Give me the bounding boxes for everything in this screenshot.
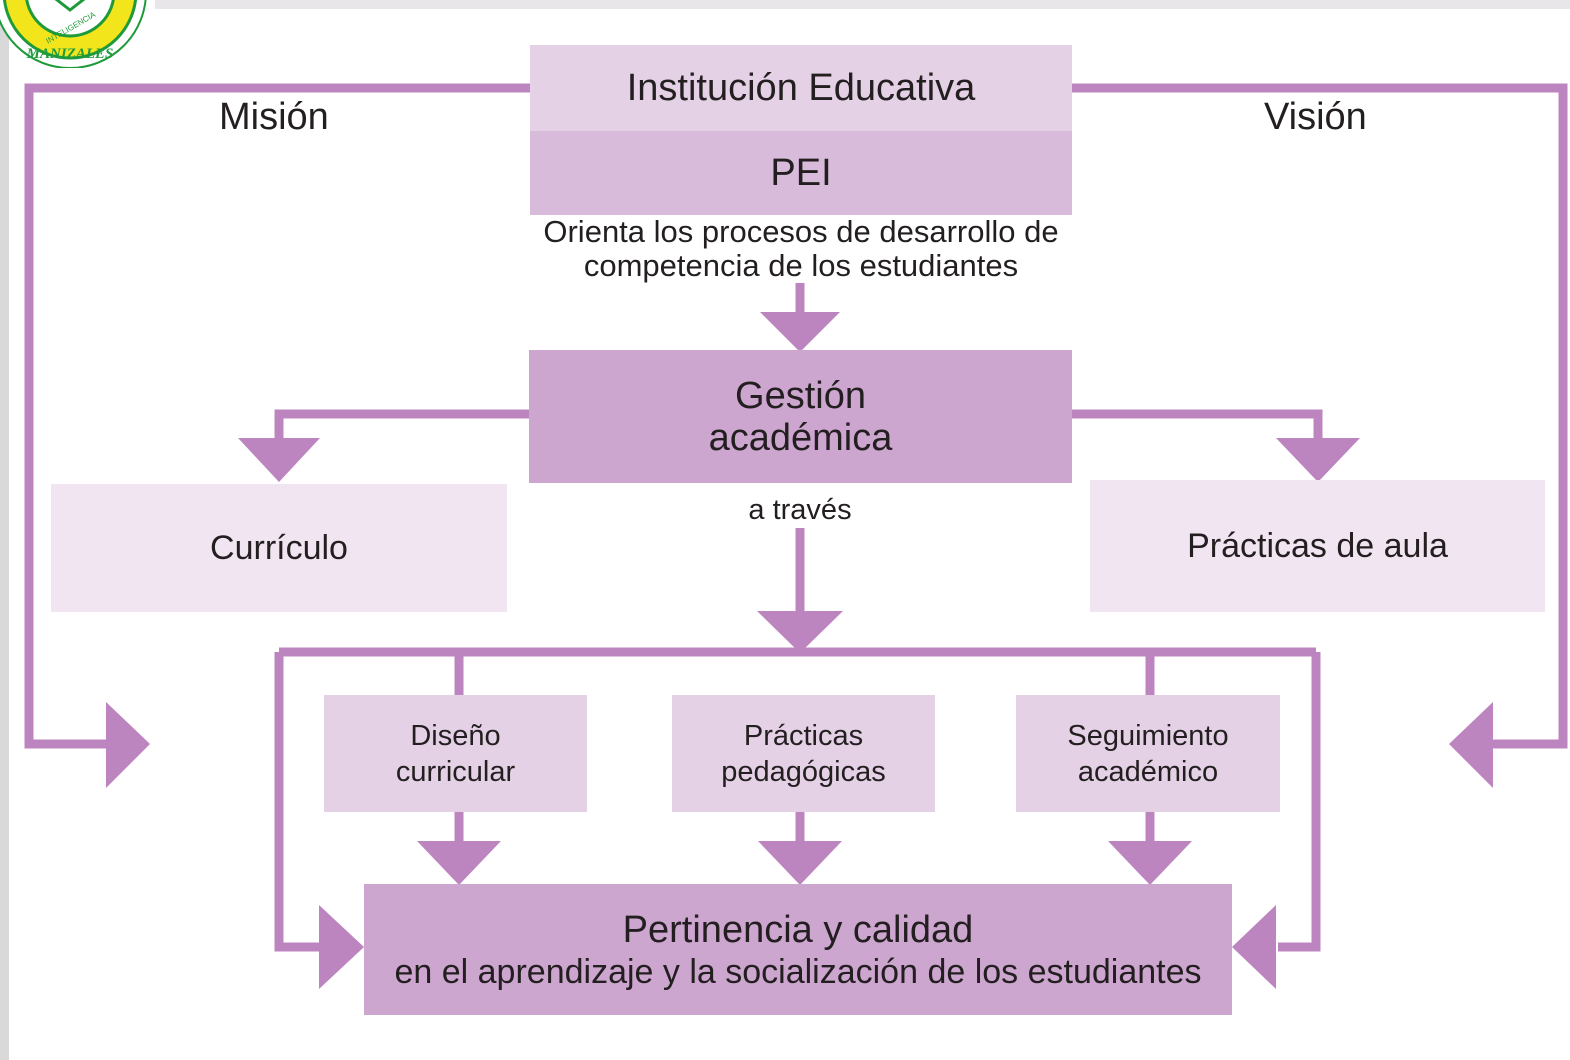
seguimiento-label-line2: académico <box>1077 755 1219 788</box>
mision-connector <box>24 83 530 749</box>
left-edge-strip <box>0 0 9 1060</box>
practicas-aula-label: Prácticas de aula <box>1187 526 1448 565</box>
outer-left-connector <box>274 652 323 952</box>
arrow-vision <box>1449 702 1493 788</box>
pei-description-line2: competencia de los estudiantes <box>583 248 1019 283</box>
arrow-to-practicas-aula <box>1276 438 1360 482</box>
diseno-label-line1: Diseño <box>410 719 501 752</box>
vision-connector <box>1070 83 1568 749</box>
curriculo-label: Currículo <box>210 528 348 567</box>
top-cropped-band <box>155 0 1570 9</box>
pei-description-line1: Orienta los procesos de desarrollo de <box>543 214 1059 249</box>
arrow-to-gestion <box>760 312 840 352</box>
diseno-label-line2: curricular <box>395 755 516 788</box>
pei-label: PEI <box>770 151 832 194</box>
curriculo-box: Currículo <box>51 484 507 612</box>
gestion-label-line2: académica <box>708 416 893 459</box>
arrow-mision <box>106 702 150 788</box>
pei-box: PEI <box>530 131 1072 215</box>
diseno-curricular-box: Diseño curricular <box>324 695 587 812</box>
seguimiento-academico-box: Seguimiento académico <box>1016 695 1280 812</box>
arrow-right-to-outcome <box>1232 905 1276 989</box>
seguimiento-label-line1: Seguimiento <box>1067 719 1229 752</box>
pei-description: Orienta los procesos de desarrollo de co… <box>520 215 1082 283</box>
institucion-box: Institución Educativa <box>530 45 1072 131</box>
arrow-to-distribution <box>757 611 843 653</box>
vision-label: Visión <box>1264 96 1367 138</box>
gestion-academica-box: Gestión académica <box>529 350 1072 483</box>
school-logo: MANIZALES INTELIGENCIA <box>0 0 160 68</box>
gestion-to-curriculo-line <box>274 409 530 442</box>
gestion-to-practicas-aula-line <box>1070 409 1323 442</box>
logo-text: MANIZALES <box>26 46 114 62</box>
arrow-to-curriculo <box>238 438 320 482</box>
arrow-seguimiento-to-outcome <box>1108 841 1192 885</box>
mision-label: Misión <box>219 96 329 138</box>
outer-right-connector <box>1278 652 1321 952</box>
outcome-subtitle: en el aprendizaje y la socialización de … <box>394 952 1202 991</box>
gestion-label-line1: Gestión <box>735 374 866 417</box>
outcome-title: Pertinencia y calidad <box>622 908 974 951</box>
institucion-label: Institución Educativa <box>626 66 976 109</box>
a-traves-label: a través <box>748 494 852 526</box>
arrow-diseno-to-outcome <box>417 841 501 885</box>
practicas-label-line2: pedagógicas <box>721 755 886 788</box>
practicas-aula-box: Prácticas de aula <box>1090 480 1545 612</box>
practicas-label-line1: Prácticas <box>743 719 864 752</box>
arrow-left-to-outcome <box>319 905 364 989</box>
practicas-pedagogicas-box: Prácticas pedagógicas <box>672 695 935 812</box>
arrow-practicas-to-outcome <box>758 841 842 885</box>
outcome-box: Pertinencia y calidad en el aprendizaje … <box>364 884 1232 1015</box>
